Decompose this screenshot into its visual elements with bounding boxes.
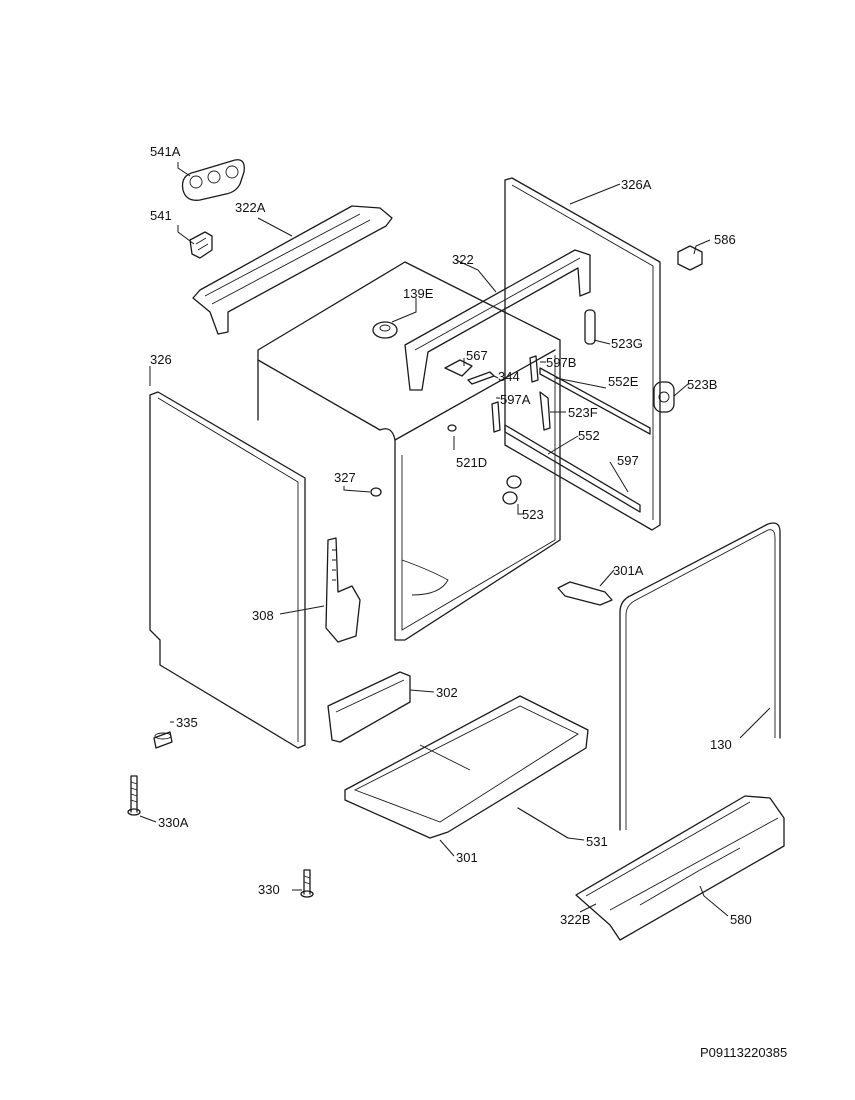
part-552-rail: [504, 424, 641, 513]
label-302: 302: [436, 685, 458, 700]
label-330: 330: [258, 882, 280, 897]
label-327: 327: [334, 470, 356, 485]
label-580: 580: [730, 912, 752, 927]
label-130: 130: [710, 737, 732, 752]
part-330-screw: [300, 869, 314, 898]
label-322: 322: [452, 252, 474, 267]
label-541: 541: [150, 208, 172, 223]
part-139E-cap: [372, 321, 398, 339]
label-567: 567: [466, 348, 488, 363]
part-326A-right-side-panel: [504, 177, 661, 531]
label-597B: 597B: [546, 355, 576, 370]
label-531: 531: [586, 834, 608, 849]
label-344: 344: [498, 369, 520, 384]
part-labels: 541A 541 322A 326A 586 322 139E 523G 326…: [150, 144, 752, 927]
label-523: 523: [522, 507, 544, 522]
label-523F: 523F: [568, 405, 598, 420]
part-531-rod: [517, 807, 569, 839]
part-597B: [529, 355, 539, 383]
leader-lines: [139, 162, 771, 917]
label-541A: 541A: [150, 144, 181, 159]
part-523F: [539, 391, 551, 431]
label-301: 301: [456, 850, 478, 865]
part-586-clip: [677, 245, 703, 271]
label-586: 586: [714, 232, 736, 247]
part-302: [327, 671, 411, 743]
part-523-inlet: [502, 475, 522, 505]
part-322-top-rail: [404, 249, 591, 391]
label-330A: 330A: [158, 815, 189, 830]
part-541-bracket: [189, 231, 213, 259]
label-523G: 523G: [611, 336, 643, 351]
part-552E-rail: [539, 367, 651, 435]
label-552: 552: [578, 428, 600, 443]
label-308: 308: [252, 608, 274, 623]
part-tub-cabinet: [257, 261, 561, 641]
label-597A: 597A: [500, 392, 531, 407]
label-322B: 322B: [560, 912, 590, 927]
part-130-door-seal: [619, 522, 781, 831]
document-code: P09113220385: [700, 1045, 788, 1060]
part-521D: [447, 424, 457, 432]
part-344: [467, 371, 495, 385]
part-322B-580-base-frame: [575, 795, 785, 941]
part-523B-fitting: [653, 381, 675, 413]
part-523G: [584, 309, 596, 345]
label-335: 335: [176, 715, 198, 730]
label-322A: 322A: [235, 200, 266, 215]
label-523B: 523B: [687, 377, 717, 392]
part-335-foot: [153, 731, 173, 749]
part-308-hinge: [325, 537, 361, 643]
part-567: [444, 359, 473, 377]
label-521D: 521D: [456, 455, 487, 470]
label-139E: 139E: [403, 286, 434, 301]
label-326: 326: [150, 352, 172, 367]
label-301A: 301A: [613, 563, 644, 578]
part-301-base-tray: [344, 695, 589, 839]
part-322A-front-rail: [192, 205, 393, 335]
label-326A: 326A: [621, 177, 652, 192]
label-552E: 552E: [608, 374, 639, 389]
part-541A-hose-clip: [181, 159, 245, 201]
part-326-left-side-panel: [149, 391, 306, 749]
part-301A: [557, 581, 613, 606]
label-597: 597: [617, 453, 639, 468]
part-327: [370, 487, 382, 497]
part-597A: [491, 401, 501, 433]
part-330A-screw: [127, 775, 141, 816]
